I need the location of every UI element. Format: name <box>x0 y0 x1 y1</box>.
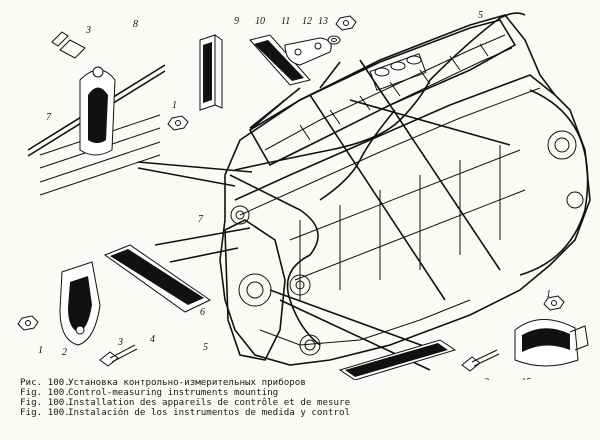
instrument-lines <box>229 12 526 346</box>
callout-4: 4 <box>150 334 155 345</box>
callout-9: 9 <box>234 16 239 27</box>
callout-12: 12 <box>302 16 312 27</box>
caption-prefix: Рис. 100. <box>20 377 70 388</box>
callout-1-top: 1 <box>172 100 177 111</box>
caption-prefix: Fig. 100. <box>20 397 70 408</box>
caption-line-es: Fig. 100. Instalación de los instrumento… <box>20 408 595 418</box>
callout-labels: 3 8 7 1 9 10 11 12 13 5 7 6 5 4 2 1 3 14… <box>38 10 551 380</box>
caption-line-fr: Fig. 100. Installation des appareils de … <box>20 398 595 408</box>
bracket-11 <box>284 37 332 66</box>
nut-1-right <box>543 295 565 311</box>
callout-5-top: 5 <box>478 10 483 21</box>
callout-1-left: 1 <box>38 345 43 356</box>
callout-3-top: 3 <box>85 25 91 36</box>
engine-diagram: 3 8 7 1 9 10 11 12 13 5 7 6 5 4 2 1 3 14… <box>17 10 591 380</box>
front-cover <box>224 205 321 361</box>
figure-caption: Рис. 100. Установка контрольно-измерител… <box>20 378 595 418</box>
clamp-2 <box>59 261 101 346</box>
rubber-strip-4 <box>103 244 211 313</box>
callout-3-right: 3 <box>483 377 489 380</box>
rubber-strip-14 <box>338 339 457 380</box>
clamp-assembly <box>27 31 166 196</box>
rubber-strip-10 <box>249 34 311 86</box>
callout-13: 13 <box>318 16 328 27</box>
caption-text: Instalación de los instrumentos de medid… <box>68 407 351 418</box>
engine-block <box>219 12 591 366</box>
clamp-15 <box>514 319 589 367</box>
caption-line-ru: Рис. 100. Установка контрольно-измерител… <box>20 378 595 388</box>
caption-text: Установка контрольно-измерительных прибо… <box>68 377 306 388</box>
caption-line-en: Fig. 100. Control-measuring instruments … <box>20 388 595 398</box>
caption-text: Control-measuring instruments mounting <box>68 387 279 398</box>
callout-14: 14 <box>431 379 441 380</box>
injector-pods <box>369 53 427 91</box>
bolt-3-right <box>461 349 500 372</box>
caption-prefix: Fig. 100. <box>20 407 70 418</box>
washer-12 <box>327 35 341 45</box>
callout-2: 2 <box>62 347 67 358</box>
callout-7-mid: 7 <box>198 214 204 225</box>
callout-1-right: 1 <box>546 289 551 300</box>
callout-6: 6 <box>200 307 205 318</box>
callout-3-left: 3 <box>117 337 123 348</box>
callout-10: 10 <box>255 16 265 27</box>
callout-5-mid: 5 <box>203 342 208 353</box>
bolt-3-left <box>99 344 138 367</box>
callout-7-left: 7 <box>46 112 52 123</box>
callout-11: 11 <box>281 16 290 27</box>
flywheel-housing <box>519 89 589 276</box>
leader-lines <box>137 59 511 371</box>
nut-1-top <box>167 115 189 131</box>
callout-15: 15 <box>521 377 531 380</box>
nut-1-left <box>17 315 39 331</box>
caption-prefix: Fig. 100. <box>20 387 70 398</box>
caption-text: Installation des appareils de contrôle e… <box>68 397 351 408</box>
rubber-strip-9 <box>199 34 223 111</box>
nut-13 <box>335 15 357 31</box>
callout-8: 8 <box>133 19 138 30</box>
